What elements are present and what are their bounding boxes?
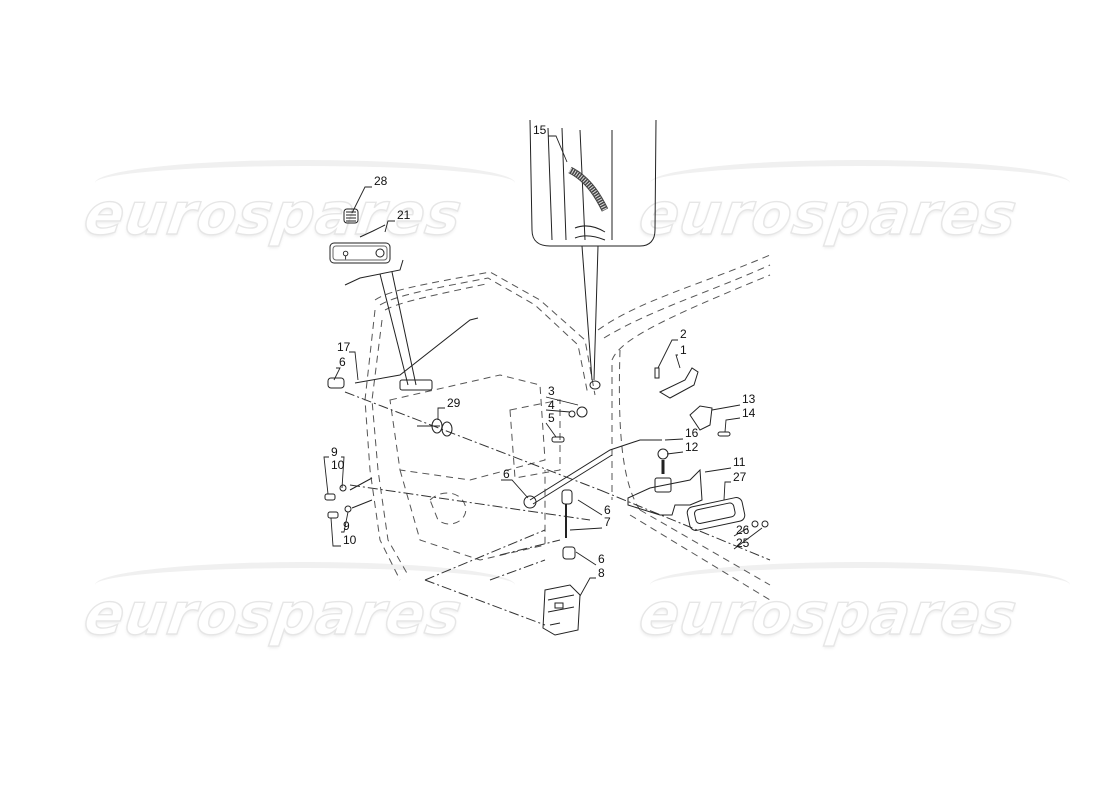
clip-12 (657, 448, 669, 474)
inner-handle-11 (627, 468, 703, 516)
part-callout-17: 17 (337, 340, 351, 354)
part-callout-4: 4 (548, 398, 555, 412)
part-callout-15: 15 (533, 123, 547, 137)
grommet-29 (417, 418, 453, 437)
part-callout-9: 9 (343, 519, 350, 533)
spring-28 (343, 208, 359, 224)
latch-rod (523, 439, 662, 560)
reference-lines (344, 391, 771, 626)
part-callout-9: 9 (331, 445, 338, 459)
part-callout-13: 13 (742, 392, 756, 406)
watermark-swoosh (95, 160, 515, 206)
part-callout-6: 6 (598, 552, 605, 566)
switch-detail: ⚲ (329, 208, 417, 386)
part-callout-8: 8 (598, 566, 605, 580)
part-callout-6: 6 (604, 503, 611, 517)
svg-text:⚲: ⚲ (342, 250, 349, 261)
leader-lines (323, 135, 763, 597)
door-outline (364, 254, 771, 601)
bracket-1-2 (654, 367, 699, 399)
part-callout-25: 25 (736, 536, 750, 550)
part-callout-2: 2 (680, 327, 687, 341)
part-callout-26: 26 (736, 523, 750, 537)
escutcheon-27 (686, 497, 769, 531)
part-callout-7: 7 (604, 515, 611, 529)
part-callout-21: 21 (397, 208, 411, 222)
bracket-13 (689, 405, 731, 437)
part-callout-27: 27 (733, 470, 747, 484)
watermark-swoosh (95, 562, 515, 608)
latch-assembly-8 (542, 584, 581, 636)
part-callout-6: 6 (339, 355, 346, 369)
part-callout-6: 6 (503, 467, 510, 481)
screws-9-10 (324, 477, 373, 519)
part-callout-3: 3 (548, 384, 555, 398)
watermark-swoosh (650, 160, 1070, 206)
part-callout-16: 16 (685, 426, 699, 440)
part-callout-12: 12 (685, 440, 699, 454)
part-callout-5: 5 (548, 411, 555, 425)
watermark-swoosh (650, 562, 1070, 608)
part-callout-10: 10 (331, 458, 345, 472)
part-callout-29: 29 (447, 396, 461, 410)
part-callout-14: 14 (742, 406, 756, 420)
part-callout-1: 1 (680, 343, 687, 357)
part-callout-11: 11 (733, 455, 746, 469)
part-callout-28: 28 (374, 174, 388, 188)
inset-wiring-detail (529, 119, 657, 390)
part-callout-10: 10 (343, 533, 357, 547)
rod-17 (327, 317, 479, 391)
screws-3-4-5 (551, 406, 588, 443)
